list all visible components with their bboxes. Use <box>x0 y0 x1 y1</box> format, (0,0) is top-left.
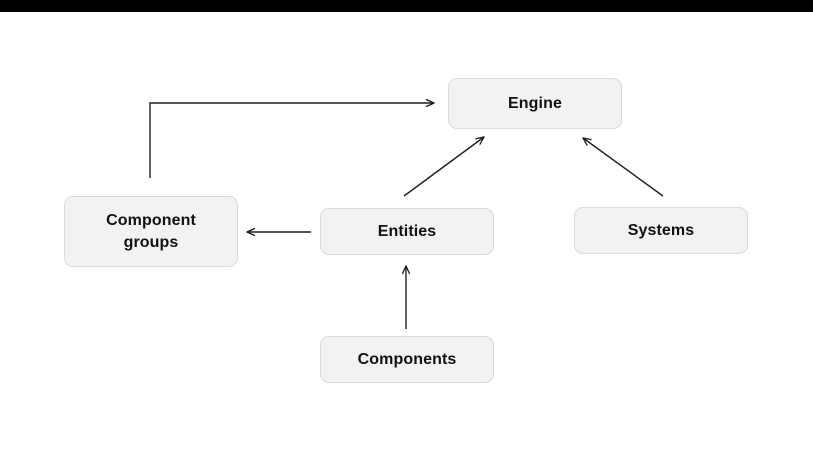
edge-entities-to-engine <box>403 137 484 197</box>
node-entities[interactable]: Entities <box>320 208 494 255</box>
node-entities-label: Entities <box>377 222 437 240</box>
node-component-groups[interactable]: Component groups <box>64 196 238 267</box>
node-systems-label: Systems <box>627 221 695 239</box>
top-black-bar <box>0 0 813 12</box>
node-engine-label: Engine <box>508 94 562 112</box>
edge-systems-to-engine <box>583 138 664 197</box>
node-systems[interactable]: Systems <box>574 207 748 254</box>
node-components[interactable]: Components <box>320 336 494 383</box>
node-component-groups-label: Component groups <box>106 212 196 251</box>
edge-component-groups-to-engine <box>149 103 434 178</box>
node-engine[interactable]: Engine <box>448 78 622 129</box>
node-components-label: Components <box>357 350 457 368</box>
